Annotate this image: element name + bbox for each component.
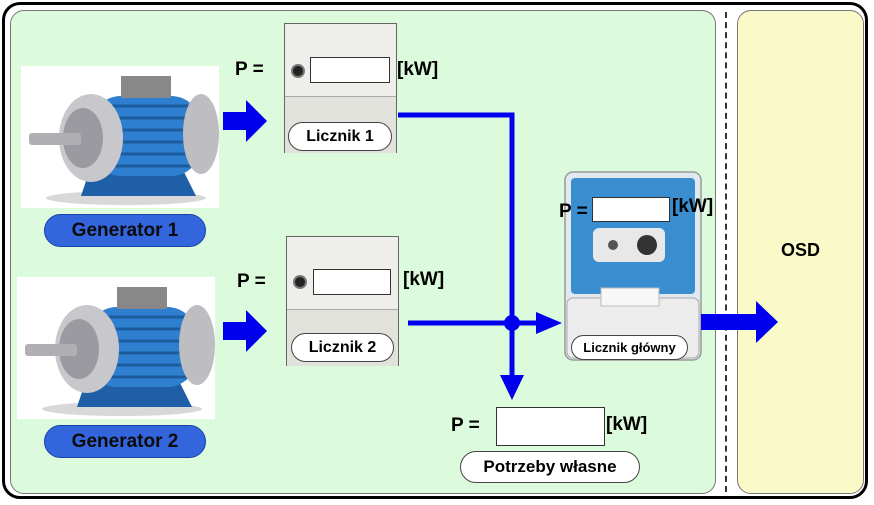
osd-label: OSD <box>780 240 820 260</box>
meter-2-power-symbol: P = <box>237 271 266 292</box>
own-needs-arrowhead <box>500 375 524 400</box>
meter-2-label: Licznik 2 <box>291 333 394 362</box>
generator-2-motor-image <box>17 277 215 419</box>
boundary-divider <box>725 12 727 492</box>
main-meter-input-arrowhead <box>536 312 562 334</box>
grid-flow-arrow <box>701 301 778 343</box>
own-needs-power-value-box <box>496 407 605 446</box>
meter-1-power-symbol: P = <box>235 59 264 80</box>
generator-2-flow-arrow <box>223 310 267 352</box>
own-needs-label: Potrzeby własne <box>460 451 640 483</box>
meter-2-power-value-box <box>313 269 391 295</box>
meter-1-label: Licznik 1 <box>288 122 392 151</box>
generator-1-label: Generator 1 <box>44 214 206 247</box>
main-meter-power-symbol: P = <box>559 201 588 222</box>
generator-2-label: Generator 2 <box>44 425 206 458</box>
meter-1-power-value-box <box>310 57 390 83</box>
meter-2-unit: [kW] <box>403 269 445 290</box>
junction-node <box>504 315 520 331</box>
main-meter-power-value-box <box>592 197 670 222</box>
generator-1-motor-image <box>21 66 219 208</box>
meter-1-flow-line <box>398 112 515 395</box>
own-needs-unit: [kW] <box>606 414 648 435</box>
meter-1-unit: [kW] <box>397 59 439 80</box>
own-needs-power-symbol: P = <box>451 415 480 436</box>
generator-1-flow-arrow <box>223 100 267 142</box>
main-meter-label: Licznik główny <box>571 335 688 360</box>
grid-operator-area <box>737 10 864 494</box>
main-meter-unit: [kW] <box>672 196 714 217</box>
